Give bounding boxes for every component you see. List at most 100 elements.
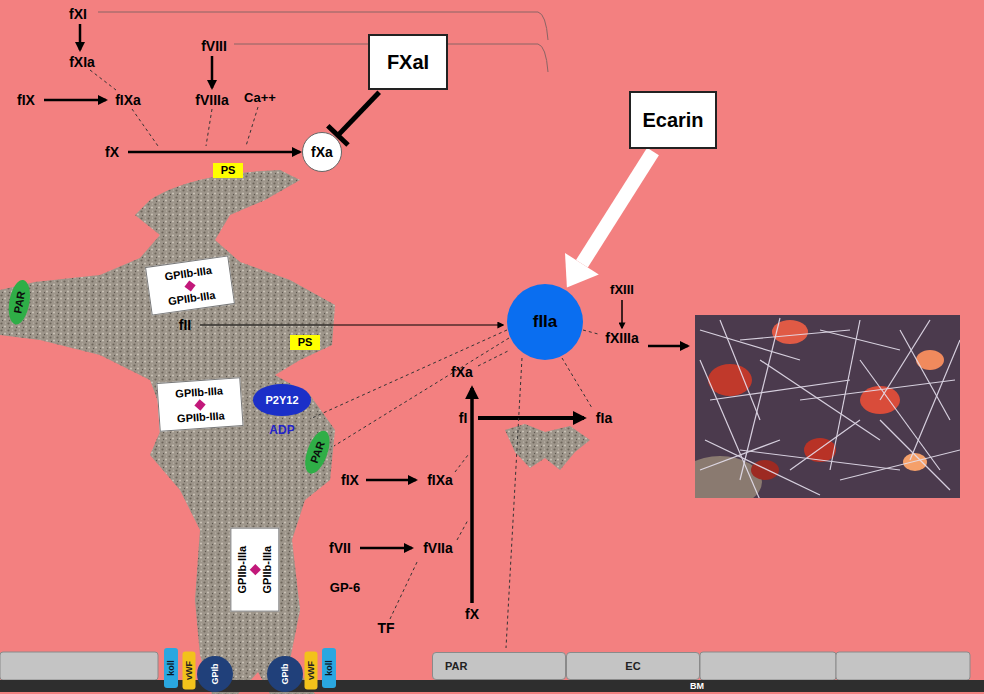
fibrin-photo-part xyxy=(751,460,779,480)
text-stack: fXa xyxy=(311,144,333,160)
activation-connector xyxy=(565,148,659,288)
integrin-link xyxy=(194,399,205,410)
inhibitor-box: FXaI xyxy=(368,34,448,90)
reaction-arrows-part xyxy=(200,324,503,325)
fibrin-photo-part-part xyxy=(860,360,940,470)
factor-label: GP-6 xyxy=(330,580,360,596)
endothelium-part xyxy=(836,652,970,680)
activator-box: Ecarin xyxy=(629,91,716,149)
fibrin-photo-part-part xyxy=(740,330,850,340)
fibrin-photo-part-part xyxy=(800,380,955,400)
endothelial-cell: PAR xyxy=(432,652,566,680)
vwf-strand: vWF xyxy=(305,651,318,689)
par-label: PAR xyxy=(308,439,328,464)
inhibition-line xyxy=(338,92,379,135)
p2y12-receptor: P2Y12 xyxy=(253,384,312,416)
platelet-part xyxy=(0,170,335,694)
collagen-fiber: koll xyxy=(164,648,178,688)
vwf-label: vWF xyxy=(306,661,316,680)
membrane-label: BM xyxy=(690,681,704,691)
factor-label: fXa xyxy=(451,364,473,380)
factor-label: fIXa xyxy=(115,92,141,108)
factor-label: fXIII xyxy=(610,282,634,298)
reaction-arrows-part xyxy=(128,151,300,154)
reaction-arrows-part xyxy=(211,56,214,88)
integrin-link xyxy=(184,280,195,291)
factor-label: fIXa xyxy=(427,472,453,488)
factor-circle: fXa xyxy=(302,132,342,172)
dashed-links-part xyxy=(334,338,509,446)
collagen-fiber: koll xyxy=(322,648,336,688)
integrin-label: GPIIb-IIIa xyxy=(167,289,216,308)
text-stack: PS xyxy=(298,336,313,349)
text-stack: vWF xyxy=(306,661,316,680)
endothelial-cell: EC xyxy=(566,652,700,680)
gpib-receptor: GPIb xyxy=(197,656,233,692)
endothelium xyxy=(0,652,970,680)
reaction-arrows-part xyxy=(478,416,584,420)
fibrin-photo-part-part xyxy=(820,330,900,350)
text-stack: koll xyxy=(166,660,176,676)
integrin-box: GPIIb-IIIaGPIIb-IIIa xyxy=(145,256,235,316)
endothelium-part xyxy=(0,652,158,680)
factor-label: fXI xyxy=(69,6,87,22)
factor-label: fII xyxy=(179,317,191,333)
arrow-head xyxy=(565,253,599,287)
text-stack: GPIIb-IIIaGPIIb-IIIa xyxy=(175,385,225,426)
vwf-label: vWF xyxy=(184,661,194,680)
inhibitor-name: FXaI xyxy=(387,51,429,74)
dashed-links-part xyxy=(246,107,258,146)
text-stack: koll xyxy=(324,660,334,676)
dashed-links-part xyxy=(478,350,510,366)
bracket-lines xyxy=(98,12,548,72)
factor-name: fXa xyxy=(311,144,333,160)
ps-patch: PS xyxy=(290,335,320,350)
text-stack: PAR xyxy=(445,660,467,673)
dashed-links-part xyxy=(132,109,158,146)
fibrin-photo-part-part xyxy=(900,330,950,420)
text-stack: FXaI xyxy=(387,51,429,74)
factor-label: fVIIa xyxy=(423,540,453,556)
fibrin-photo-part-part xyxy=(910,340,960,460)
factor-label: fVIIIa xyxy=(195,92,228,108)
text-stack: PS xyxy=(221,164,236,177)
integrin-label: GPIIb-IIIa xyxy=(177,409,225,425)
text-stack: PAR xyxy=(308,439,328,464)
reaction-arrows-part xyxy=(470,388,474,603)
dashed-links-part xyxy=(583,330,598,334)
factor-label: fVIII xyxy=(201,38,227,54)
fibrin-photo-part-part xyxy=(760,360,880,440)
fibrin-photo-part-part xyxy=(700,440,780,470)
factor-label: fIa xyxy=(596,410,612,426)
dashed-links-part xyxy=(206,109,212,146)
fibrin-photo-part-part xyxy=(700,330,800,360)
reaction-arrows-part xyxy=(621,300,623,328)
factor-label: fX xyxy=(465,606,479,622)
integrin-box: GPIIb-IIIaGPIIb-IIIa xyxy=(156,377,243,432)
platelet-part xyxy=(0,170,335,694)
dashed-links-part xyxy=(390,560,418,619)
fibrin-photo xyxy=(695,315,960,498)
ps-label: PS xyxy=(298,336,313,349)
arrow-shaft xyxy=(576,148,659,268)
receptor-label: P2Y12 xyxy=(265,394,298,407)
fibrin-photo-part xyxy=(708,364,752,396)
factor-label: fXIa xyxy=(69,54,95,70)
fibrin-photo-part xyxy=(772,320,808,344)
fibrin-photo-part-part xyxy=(880,320,930,400)
text-stack: GPIIb-IIIaGPIIb-IIIa xyxy=(236,546,273,594)
dashed-links-part xyxy=(457,520,468,540)
gpib-label: GPIb xyxy=(210,664,220,685)
gpib-label: GPIb xyxy=(280,664,290,685)
par-receptor: PAR xyxy=(301,427,336,476)
factor-label: fIX xyxy=(341,472,359,488)
par-label: PAR xyxy=(12,290,28,314)
text-stack: BM xyxy=(690,681,704,691)
factor-label: fX xyxy=(105,144,119,160)
reaction-arrows-part xyxy=(360,547,412,550)
reaction-arrows-part xyxy=(366,479,416,482)
receptor-label: PAR xyxy=(445,660,467,673)
fibrin-photo-part-part xyxy=(740,450,900,470)
